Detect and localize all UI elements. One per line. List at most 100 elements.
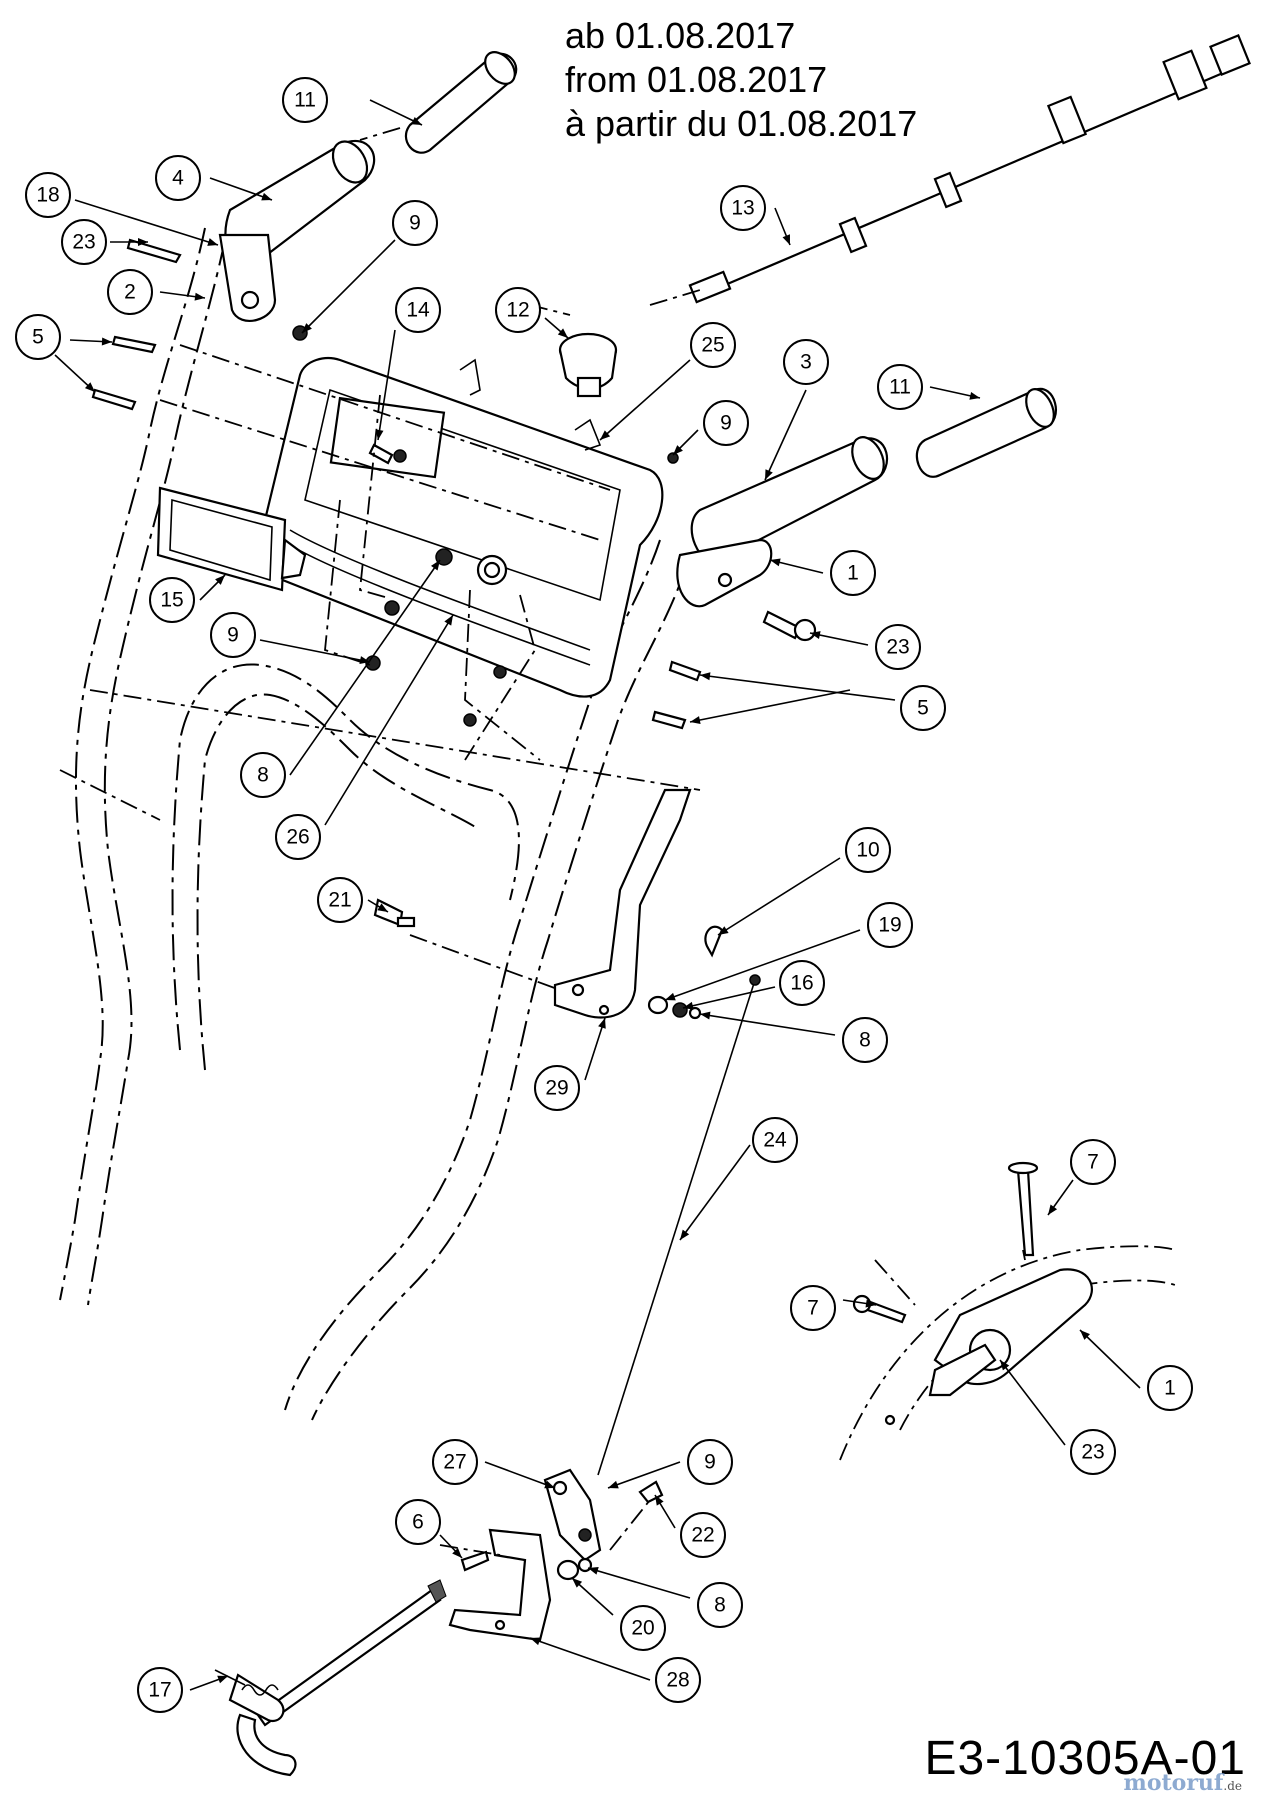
callout-c11a: 11	[282, 77, 423, 126]
callout-leader-line	[682, 986, 776, 1009]
callout-c21: 21	[317, 877, 389, 923]
shift-arm	[543, 1468, 602, 1562]
callout-c5b: 5	[689, 672, 946, 731]
callout-c8a: 8	[240, 559, 441, 798]
callout-number: 22	[691, 1524, 714, 1547]
shift-shaft	[256, 1579, 447, 1727]
callout-c27: 27	[432, 1439, 556, 1489]
callout-arrowhead	[530, 1637, 541, 1646]
date-line-de: ab 01.08.2017	[565, 15, 796, 56]
callout-bubble	[877, 364, 923, 410]
callout-bubble	[240, 752, 286, 798]
callout-bubble	[720, 185, 766, 231]
callout-arrowhead	[452, 1548, 462, 1558]
shift-rod-bracket	[553, 788, 692, 1019]
callout-number: 19	[878, 914, 901, 937]
watermark-logo: motoruf.de	[1123, 1770, 1242, 1796]
callout-number: 8	[257, 764, 269, 787]
callout-number: 12	[506, 299, 529, 322]
callout-leader-line	[301, 239, 396, 334]
callout-bubble	[655, 1657, 701, 1703]
callout-bubble	[149, 577, 195, 623]
headlight-assembly	[156, 486, 307, 592]
callout-c11b: 11	[877, 364, 981, 410]
callout-number: 29	[545, 1077, 568, 1100]
callout-c16: 16	[682, 960, 825, 1010]
callout-number: 23	[886, 636, 909, 659]
callout-leader-line	[377, 329, 396, 441]
callout-arrowhead	[1048, 1204, 1058, 1215]
callout-leader-line	[764, 389, 807, 481]
callout-c26: 26	[275, 614, 454, 860]
callout-number: 17	[148, 1679, 171, 1702]
callout-bubble	[317, 877, 363, 923]
callout-arrowhead	[588, 1566, 599, 1575]
callout-bubble	[395, 287, 441, 333]
callout-bubble	[875, 624, 921, 670]
callout-bubble	[697, 1582, 743, 1628]
callout-leader-line	[74, 199, 219, 246]
callout-bubble	[790, 1285, 836, 1331]
callout-number: 1	[847, 562, 859, 585]
callout-number: 24	[763, 1129, 787, 1152]
right-lever-bracket	[676, 538, 773, 608]
callout-number: 25	[701, 334, 724, 357]
fasteners	[91, 238, 817, 1542]
callout-c23a: 23	[61, 219, 148, 265]
right-grip	[915, 387, 1057, 478]
callout-c23b: 23	[809, 624, 921, 670]
callout-bubble	[687, 1439, 733, 1485]
speed-knob	[558, 332, 618, 398]
callout-bubble	[210, 612, 256, 658]
right-handle-bar	[690, 436, 889, 563]
callout-arrowhead	[1080, 1330, 1090, 1340]
callout-number: 8	[714, 1594, 726, 1617]
washer-20	[556, 1557, 593, 1581]
callout-c28: 28	[529, 1637, 701, 1703]
callout-number: 7	[1087, 1151, 1099, 1174]
callout-number: 9	[704, 1451, 716, 1474]
callout-number: 7	[807, 1297, 819, 1320]
callout-number: 28	[666, 1669, 689, 1692]
callout-leader-line	[289, 559, 441, 776]
callout-bubble	[392, 200, 438, 246]
callout-arrowhead	[138, 238, 148, 246]
callout-c10: 10	[717, 827, 891, 936]
callout-bubble	[107, 269, 153, 315]
callout-arrowhead	[673, 445, 683, 455]
callout-arrowhead	[217, 1675, 228, 1684]
pivot-small-parts	[647, 925, 724, 1020]
callout-c18: 18	[25, 172, 219, 246]
left-grip	[404, 51, 518, 154]
left-pivot-bracket	[218, 233, 277, 322]
callout-arrowhead	[865, 1299, 876, 1308]
callout-number: 2	[124, 281, 136, 304]
callout-c9a: 9	[301, 200, 438, 334]
drawing-reference-code: E3-10305A-01	[924, 1732, 1246, 1785]
callout-arrowhead	[261, 192, 272, 201]
callout-number: 14	[406, 299, 430, 322]
callout-bubble	[845, 827, 891, 873]
callout-c8c: 8	[587, 1566, 743, 1628]
callout-bubble	[137, 1667, 183, 1713]
callout-arrowhead	[810, 631, 821, 639]
callout-number: 11	[294, 89, 316, 112]
callout-c13: 13	[720, 185, 791, 246]
callout-arrowhead	[194, 292, 205, 301]
callout-c5a: 5	[15, 314, 113, 393]
callout-leader-line	[484, 1461, 556, 1489]
callout-c1a: 1	[769, 550, 876, 596]
callout-number: 26	[286, 826, 309, 849]
callout-number: 5	[917, 697, 929, 720]
callout-leader-line	[999, 1359, 1066, 1446]
callout-arrowhead	[557, 328, 568, 338]
callout-bubble	[155, 155, 201, 201]
callout-leader-line	[529, 1637, 651, 1681]
callout-bubble	[680, 1512, 726, 1558]
callout-number: 15	[160, 589, 183, 612]
callout-c7b: 7	[790, 1285, 877, 1331]
callout-number: 10	[856, 839, 879, 862]
callout-bubble	[534, 1065, 580, 1111]
callout-bubble	[15, 314, 61, 360]
